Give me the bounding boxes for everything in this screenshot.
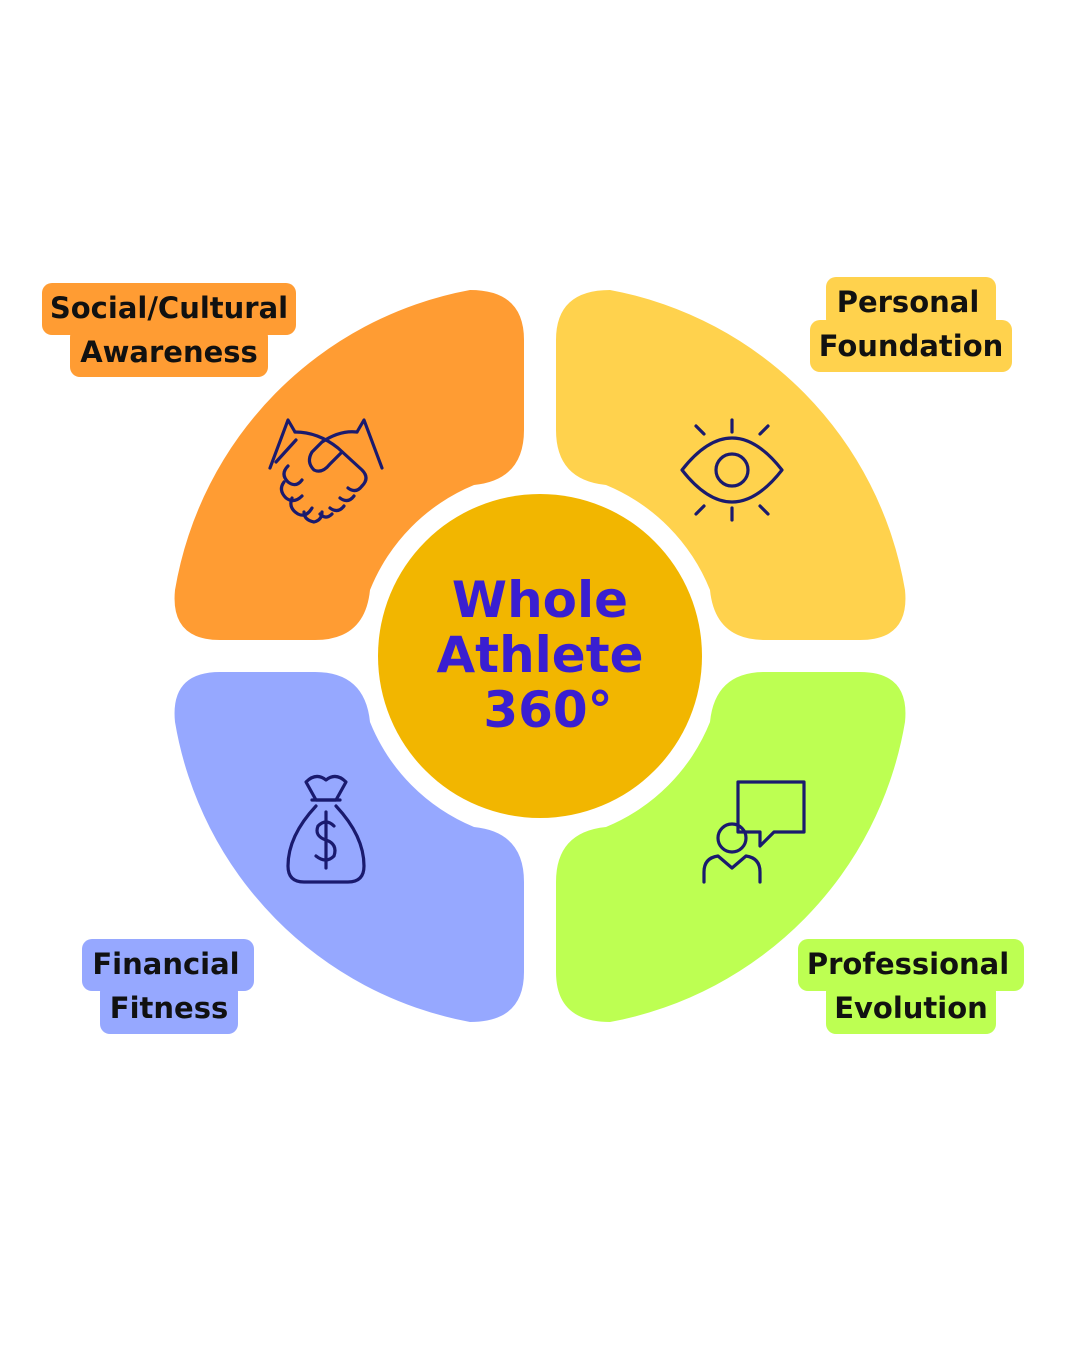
handshake-icon (268, 418, 384, 524)
center-title-line3: 360° (483, 681, 612, 739)
center-title-line2: Athlete (436, 626, 643, 684)
label-line1: Social/Cultural (50, 291, 288, 325)
center-circle (378, 494, 702, 818)
label-social-cultural-awareness: Social/Cultural Awareness (42, 283, 296, 377)
money-bag-icon (286, 774, 366, 884)
label-line2: Fitness (110, 991, 228, 1025)
label-line2: Evolution (834, 991, 988, 1025)
segment-financial-fitness (174, 672, 524, 1022)
center-title-line1: Whole (452, 571, 628, 629)
label-line2: Foundation (819, 329, 1004, 363)
segment-personal-foundation (556, 290, 906, 640)
label-line1: Professional (807, 947, 1009, 981)
label-financial-fitness: Financial Fitness (82, 939, 254, 1034)
label-personal-foundation: Personal Foundation (810, 277, 1012, 372)
person-speech-bubble-icon (702, 780, 806, 884)
label-line1: Financial (92, 947, 239, 981)
eye-icon (680, 418, 784, 522)
segment-professional-evolution (556, 672, 906, 1022)
label-professional-evolution: Professional Evolution (798, 939, 1024, 1034)
label-line2: Awareness (80, 335, 258, 369)
segment-social-cultural (174, 290, 524, 640)
label-line1: Personal (837, 285, 980, 319)
